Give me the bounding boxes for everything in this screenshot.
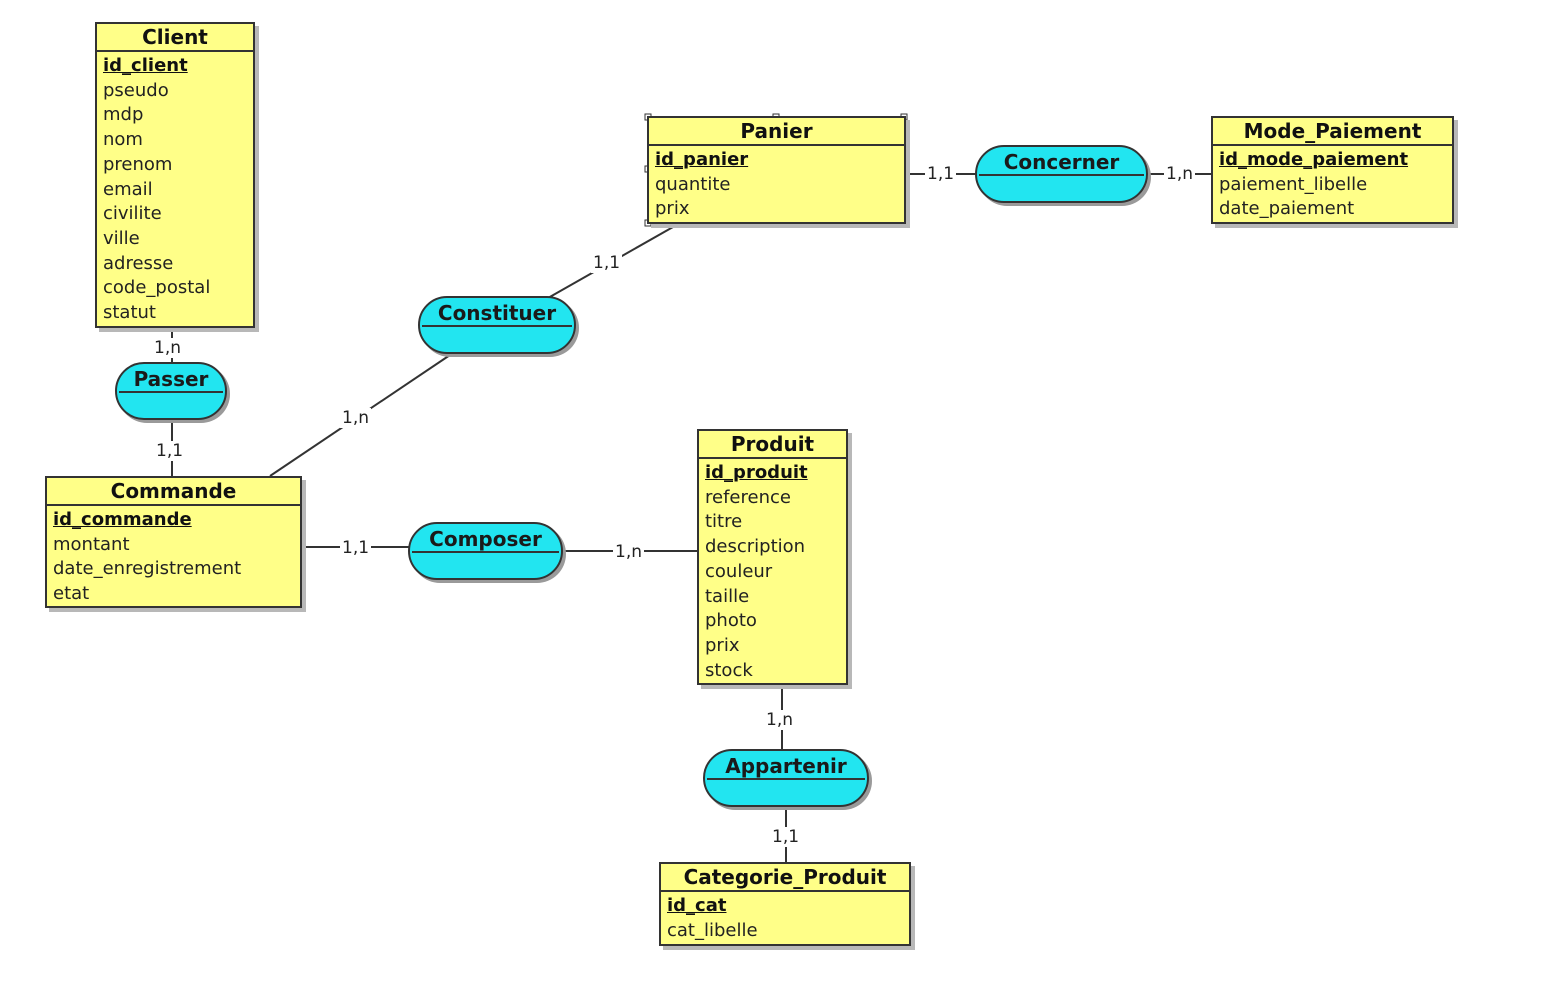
cardinality-categorie-appartenir: 1,1 <box>770 827 802 847</box>
attribute: photo <box>705 610 757 632</box>
attribute: paiement_libelle <box>1219 173 1368 195</box>
attribute: prix <box>655 198 690 220</box>
association-title: Concerner <box>1003 150 1120 174</box>
entity-title: Commande <box>47 478 300 506</box>
association-divider <box>412 551 559 553</box>
association-title: Composer <box>429 527 542 551</box>
entity-title: Client <box>97 24 253 52</box>
attribute: prix <box>705 634 740 656</box>
attribute-primary-key: id_mode_paiement <box>1219 149 1409 170</box>
entity-client[interactable]: Client id_client pseudo mdp nom prenom e… <box>95 22 255 328</box>
attribute: date_enregistrement <box>53 558 242 580</box>
attribute: code_postal <box>103 277 211 299</box>
entity-panier[interactable]: Panier id_panier quantite prix <box>647 116 906 224</box>
association-title: Passer <box>133 367 209 391</box>
attribute: stock <box>705 659 753 681</box>
attribute: montant <box>53 533 130 555</box>
cardinality-client-passer: 1,n <box>152 338 183 358</box>
association-divider <box>979 174 1144 176</box>
cardinality-panier-constituer: 1,1 <box>591 253 623 273</box>
attribute-primary-key: id_produit <box>705 462 808 483</box>
association-title: Appartenir <box>725 754 847 778</box>
association-title: Constituer <box>437 301 557 325</box>
cardinality-modepaiement-concerner: 1,n <box>1164 164 1195 184</box>
attribute: civilite <box>103 203 162 225</box>
attribute: date_paiement <box>1219 198 1355 220</box>
attribute: etat <box>53 583 90 605</box>
entity-title: Produit <box>699 431 846 459</box>
attribute: description <box>705 536 806 558</box>
attribute: pseudo <box>103 79 169 101</box>
cardinality-commande-constituer: 1,n <box>340 408 371 428</box>
cardinality-produit-composer: 1,n <box>613 542 644 562</box>
association-divider <box>119 391 223 393</box>
cardinality-panier-concerner: 1,1 <box>925 164 957 184</box>
attribute: prenom <box>103 153 173 175</box>
cardinality-produit-appartenir: 1,n <box>764 710 795 730</box>
association-concerner[interactable]: Concerner <box>975 145 1148 203</box>
attribute: reference <box>705 486 791 508</box>
cardinality-commande-passer: 1,1 <box>154 441 186 461</box>
association-divider <box>422 325 572 327</box>
cardinality-commande-composer: 1,1 <box>340 538 372 558</box>
entity-title: Categorie_Produit <box>661 864 909 892</box>
attribute: couleur <box>705 560 773 582</box>
entity-title: Panier <box>649 118 904 146</box>
attribute: statut <box>103 302 156 324</box>
attribute: mdp <box>103 104 144 126</box>
association-passer[interactable]: Passer <box>115 362 227 420</box>
attribute-primary-key: id_panier <box>655 149 749 170</box>
association-composer[interactable]: Composer <box>408 522 563 580</box>
attribute-primary-key: id_cat <box>667 895 727 916</box>
entity-mode-paiement[interactable]: Mode_Paiement id_mode_paiement paiement_… <box>1211 116 1454 224</box>
attribute: adresse <box>103 252 174 274</box>
attribute: quantite <box>655 173 731 195</box>
attribute: email <box>103 178 153 200</box>
attribute-primary-key: id_commande <box>53 509 192 530</box>
attribute-primary-key: id_client <box>103 55 188 76</box>
attribute: ville <box>103 227 140 249</box>
entity-categorie-produit[interactable]: Categorie_Produit id_cat cat_libelle <box>659 862 911 946</box>
entity-commande[interactable]: Commande id_commande montant date_enregi… <box>45 476 302 608</box>
association-constituer[interactable]: Constituer <box>418 296 576 354</box>
attribute: titre <box>705 511 743 533</box>
entity-title: Mode_Paiement <box>1213 118 1452 146</box>
attribute: taille <box>705 585 750 607</box>
association-appartenir[interactable]: Appartenir <box>703 749 869 807</box>
attribute: cat_libelle <box>667 919 758 941</box>
entity-produit[interactable]: Produit id_produit reference titre descr… <box>697 429 848 685</box>
attribute: nom <box>103 129 143 151</box>
association-divider <box>707 778 865 780</box>
